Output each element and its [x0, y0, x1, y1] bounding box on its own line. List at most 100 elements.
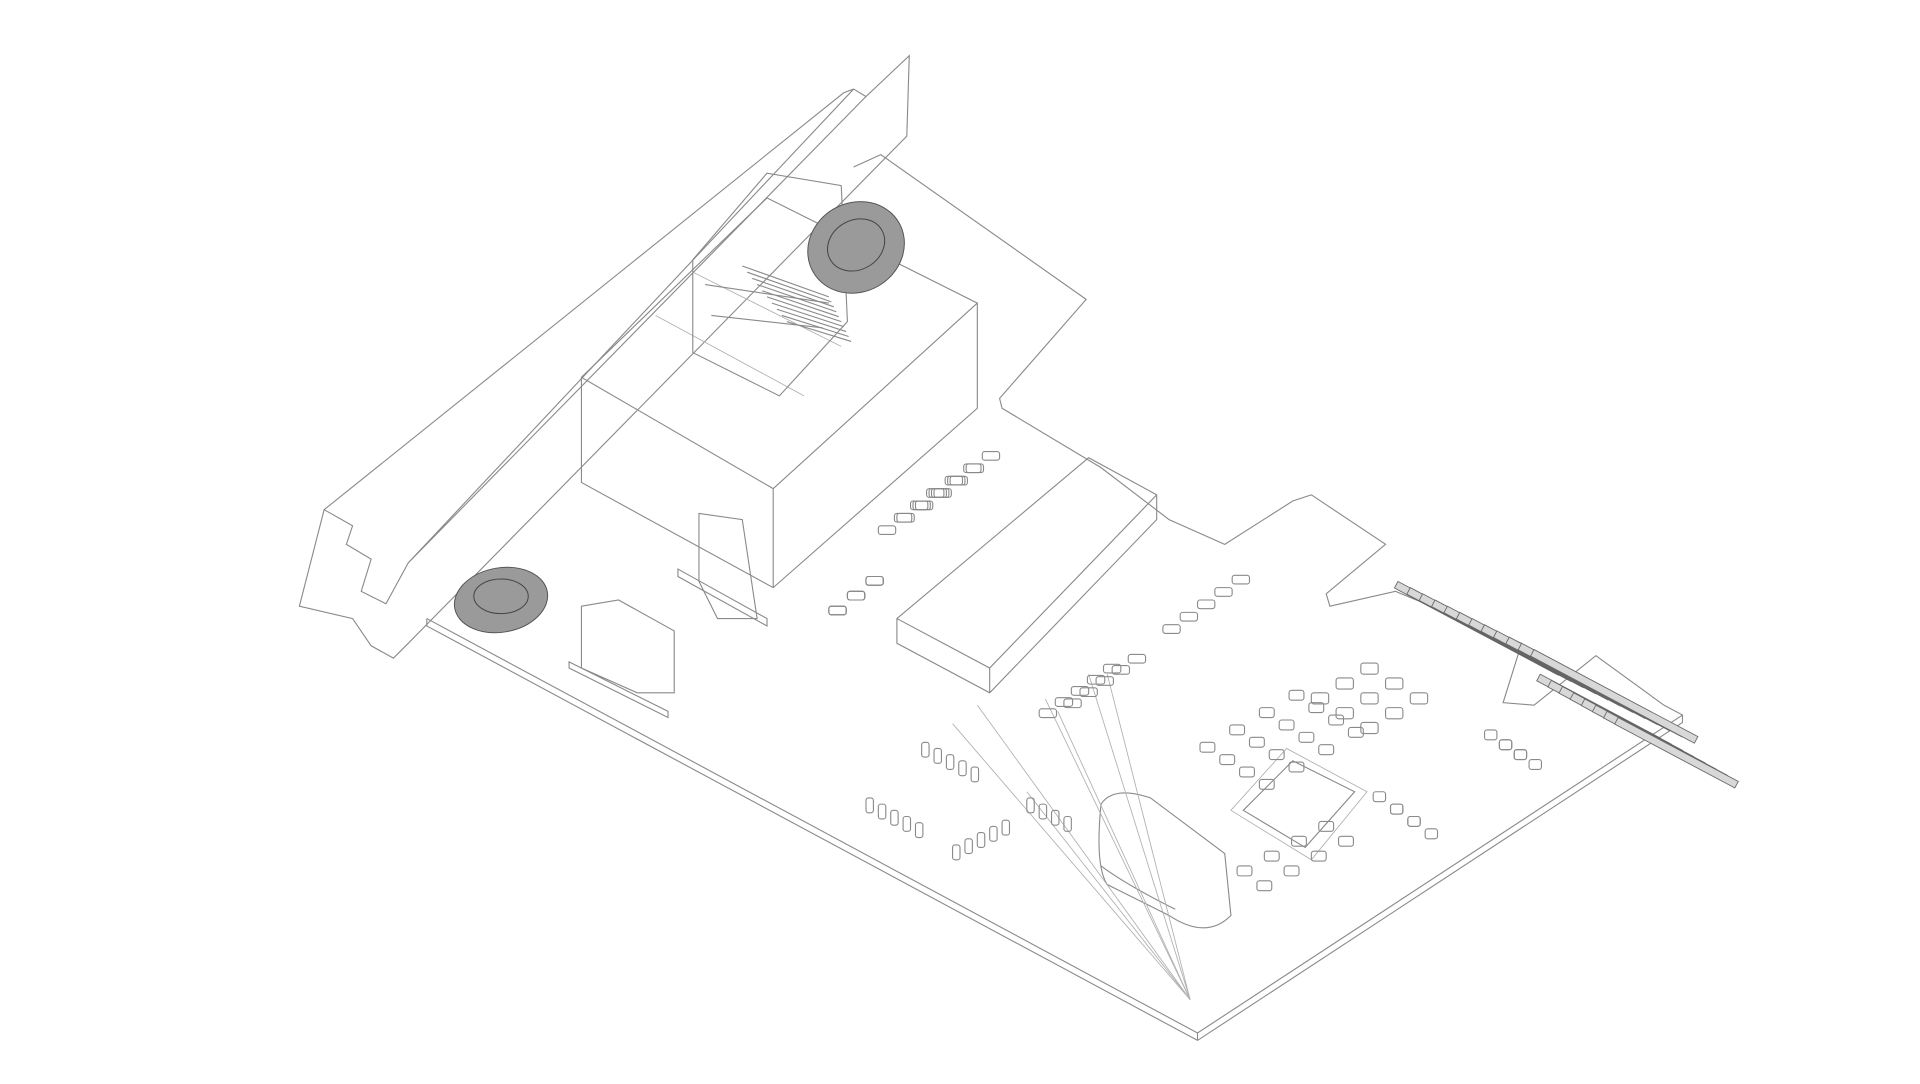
finger-rib — [1614, 716, 1739, 789]
smd-part — [1239, 766, 1255, 778]
port-rib — [761, 290, 839, 318]
smd-part — [933, 747, 942, 764]
smd-part — [1498, 739, 1513, 751]
smd-part — [1407, 815, 1421, 827]
smd-components — [828, 450, 1542, 892]
port-rib — [781, 314, 849, 338]
smd-part — [902, 815, 912, 832]
smd-part — [1318, 820, 1335, 832]
trace-line — [1044, 698, 1191, 1000]
trace-line — [1088, 674, 1191, 1000]
smd-part — [1086, 674, 1106, 685]
smd-part — [1268, 749, 1285, 761]
smd-part — [1335, 707, 1354, 720]
smd-part — [877, 525, 897, 535]
smd-part — [909, 500, 929, 511]
smd-part — [1258, 778, 1275, 790]
trace-line — [976, 704, 1191, 1000]
smd-part — [1308, 702, 1325, 714]
capacitor-left — [568, 599, 675, 719]
smd-part — [914, 822, 924, 839]
smd-part — [1179, 611, 1199, 622]
smd-part — [989, 825, 998, 842]
smd-part — [1026, 797, 1035, 814]
port-rib — [786, 321, 852, 342]
curved-inductor — [1098, 792, 1232, 929]
smd-part — [865, 797, 874, 814]
smd-part — [1248, 736, 1265, 748]
port-rib — [771, 302, 844, 328]
smd-part — [1389, 803, 1404, 815]
smd-part — [1483, 729, 1498, 741]
smd-part — [1498, 739, 1513, 751]
smd-part — [1385, 677, 1404, 690]
smd-part — [1127, 653, 1147, 664]
smd-part — [970, 766, 980, 783]
smd-part — [1050, 809, 1060, 826]
smd-part — [1318, 744, 1335, 756]
smd-part — [964, 838, 973, 855]
connector-housing — [692, 172, 848, 397]
smd-part — [1288, 689, 1305, 701]
chip-block — [896, 457, 1158, 694]
smd-part — [893, 512, 913, 523]
smd-part — [1298, 731, 1315, 743]
smd-part — [1360, 721, 1379, 735]
smd-part — [1424, 828, 1439, 840]
port-rib — [776, 308, 847, 333]
smd-part — [1528, 759, 1542, 771]
smd-part — [1236, 865, 1253, 877]
trace-lines — [952, 674, 1191, 1000]
smd-part — [1310, 850, 1327, 862]
smd-part — [1258, 707, 1275, 719]
smd-part — [981, 450, 1001, 461]
smd-part — [877, 803, 887, 820]
smd-part — [1256, 880, 1273, 892]
smd-part — [1310, 692, 1330, 705]
port-rib — [766, 296, 842, 323]
smd-part — [1278, 719, 1295, 731]
port-rib — [751, 277, 834, 308]
bottom-fan-disc — [453, 566, 549, 634]
smd-part — [1063, 815, 1072, 832]
edge-connector-fingers — [1393, 580, 1739, 789]
smd-part — [976, 832, 986, 848]
smd-part — [1372, 791, 1387, 803]
smd-part — [1335, 677, 1354, 690]
smd-part — [890, 809, 899, 826]
smd-part — [1214, 587, 1233, 597]
smd-part — [1001, 819, 1011, 836]
smd-part — [1070, 686, 1090, 696]
smd-part — [1199, 741, 1216, 753]
smd-part — [1409, 692, 1429, 705]
smd-part — [1231, 574, 1251, 585]
trace-line — [1057, 711, 1191, 1000]
smd-part — [945, 754, 955, 771]
top-fan-disc — [807, 201, 905, 294]
smd-part — [1338, 835, 1354, 847]
smd-part — [1038, 803, 1048, 820]
smd-part — [1360, 692, 1379, 705]
smd-part — [1196, 599, 1216, 610]
smd-part — [828, 605, 847, 616]
smd-part — [865, 575, 884, 586]
smd-part — [1038, 708, 1058, 719]
finger-rib — [1529, 648, 1699, 744]
port-rib — [747, 271, 832, 303]
smd-part — [865, 575, 884, 586]
smd-part — [1288, 761, 1305, 773]
smd-part — [1290, 835, 1307, 847]
smd-part — [921, 741, 930, 758]
smd-part — [828, 605, 847, 616]
trace-line — [1026, 791, 1191, 1000]
smd-part — [958, 760, 967, 777]
trace-line — [1106, 674, 1191, 1000]
circuit-board — [426, 154, 1684, 1042]
smd-part — [1219, 754, 1236, 766]
smd-part — [846, 590, 866, 601]
heatsink-block — [580, 197, 978, 589]
smd-part — [828, 605, 847, 616]
smd-part — [1385, 707, 1404, 720]
port-ribs — [742, 265, 852, 342]
smd-part — [1407, 815, 1421, 827]
